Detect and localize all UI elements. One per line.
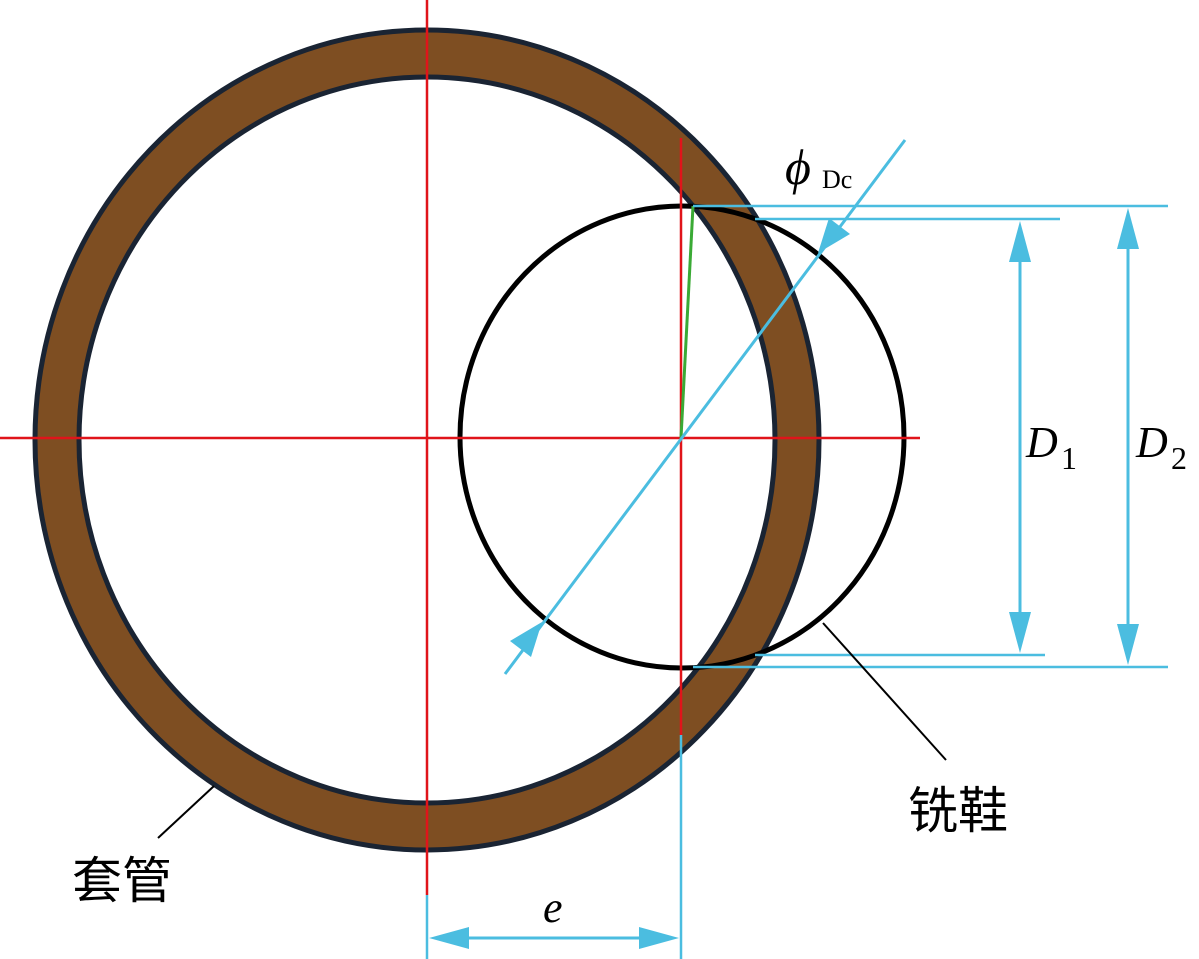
- d2-arrowhead-bottom: [1117, 624, 1139, 665]
- d1-letter-label: D: [1025, 418, 1058, 467]
- d1-subscript-label: 1: [1061, 440, 1077, 476]
- phi-symbol-label: ϕ: [785, 139, 811, 195]
- extension-lines: [425, 204, 1168, 959]
- d2-subscript-label: 2: [1171, 440, 1187, 476]
- d1-arrowhead-bottom: [1009, 612, 1031, 653]
- d2-letter-label: D: [1135, 418, 1168, 467]
- mill-shoe-leader-line: [822, 622, 947, 761]
- mill-shoe-label: 铣鞋: [908, 782, 1008, 840]
- e-arrowhead-left: [429, 927, 469, 949]
- e-arrowhead-right: [639, 927, 679, 949]
- phi-dc-arrowhead-top: [818, 218, 850, 253]
- d2-arrowhead-top: [1117, 208, 1139, 249]
- d2-dimension: [1117, 208, 1139, 665]
- casing-label: 套管: [72, 852, 172, 910]
- eccentricity-label: e: [543, 883, 563, 932]
- radius-line: [679, 205, 695, 439]
- e-dimension: [429, 927, 679, 949]
- d1-arrowhead-top: [1009, 221, 1031, 262]
- leader-lines: [157, 622, 947, 839]
- d1-dimension: [1009, 221, 1031, 653]
- phi-subscript-label: Dc: [822, 165, 852, 194]
- phi-dc-arrowhead-bottom: [510, 622, 542, 657]
- phi-dc-dimension: [503, 139, 907, 675]
- casing-leader-line: [157, 785, 215, 839]
